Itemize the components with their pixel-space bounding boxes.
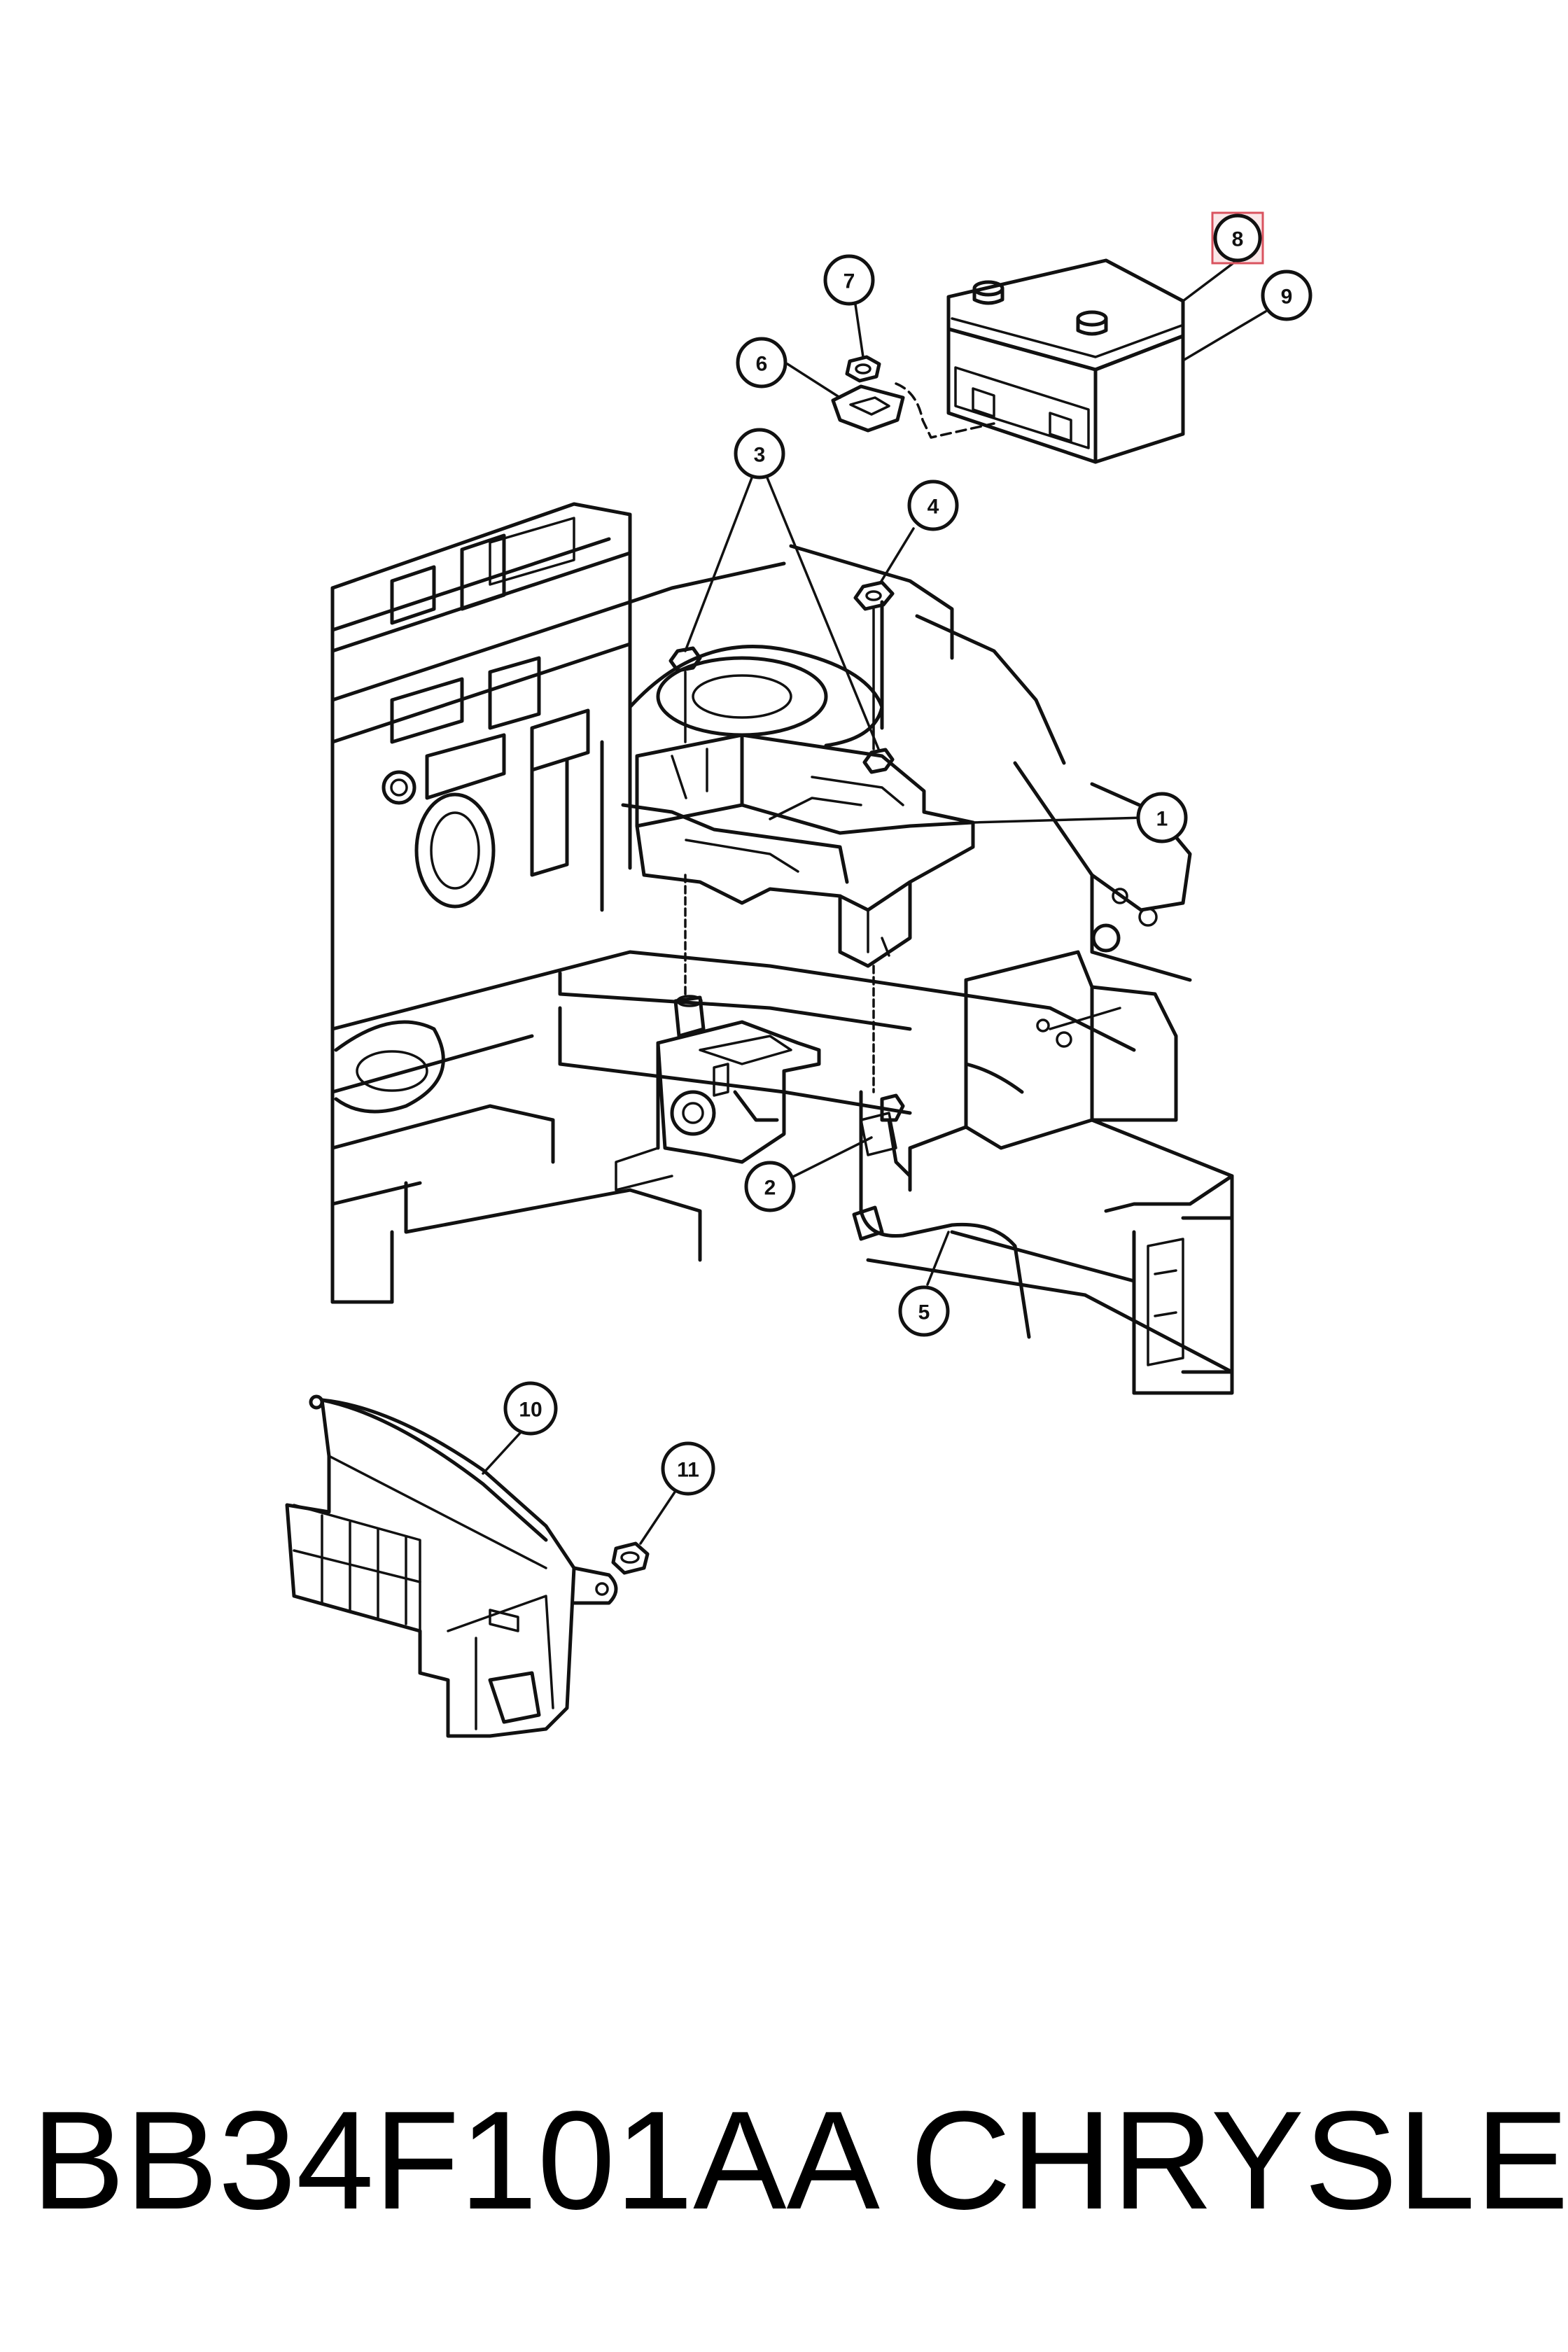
callout-1[interactable]: 1 (1136, 792, 1188, 844)
tray-bolt-4 (853, 580, 895, 750)
callout-label: 11 (677, 1459, 699, 1482)
tray-bolt (668, 646, 702, 743)
callout-7[interactable]: 7 (823, 254, 875, 306)
callout-label: 10 (519, 1399, 542, 1422)
brand-name: CHRYSLER (910, 2082, 1568, 2239)
callout-2[interactable]: 2 (744, 1161, 796, 1212)
callout-11[interactable]: 11 (661, 1441, 715, 1496)
battery-shield (285, 1394, 618, 1738)
leader-lines (482, 261, 1267, 1545)
callout-5[interactable]: 5 (898, 1285, 950, 1337)
callout-9[interactable]: 9 (1261, 270, 1312, 321)
tray-bolt (862, 748, 895, 774)
shield-nut (611, 1541, 650, 1575)
callout-label: 6 (756, 353, 768, 376)
callout-label: 2 (764, 1177, 776, 1200)
j-bolt (860, 1093, 912, 1178)
body-structure (330, 502, 1234, 1395)
callout-8[interactable]: 8 (1213, 214, 1262, 262)
battery-hold-down (831, 384, 905, 433)
callout-label: 3 (754, 444, 766, 467)
battery-cable (859, 1090, 1031, 1339)
battery-tray (621, 733, 975, 968)
callout-label: 4 (927, 496, 939, 519)
support-bracket (615, 995, 821, 1191)
battery (946, 258, 1185, 464)
callout-label: 1 (1156, 808, 1168, 831)
callout-6[interactable]: 6 (736, 337, 788, 388)
callout-10[interactable]: 10 (503, 1381, 558, 1436)
part-number: BB34F101AA (31, 2082, 881, 2239)
callout-label: 5 (918, 1301, 930, 1324)
callout-label: 9 (1281, 286, 1293, 309)
callout-4[interactable]: 4 (907, 479, 959, 531)
callout-label: 8 (1232, 228, 1244, 251)
callout-label: 7 (844, 270, 855, 293)
hold-down-nut (845, 355, 881, 383)
callout-3[interactable]: 3 (734, 428, 785, 479)
